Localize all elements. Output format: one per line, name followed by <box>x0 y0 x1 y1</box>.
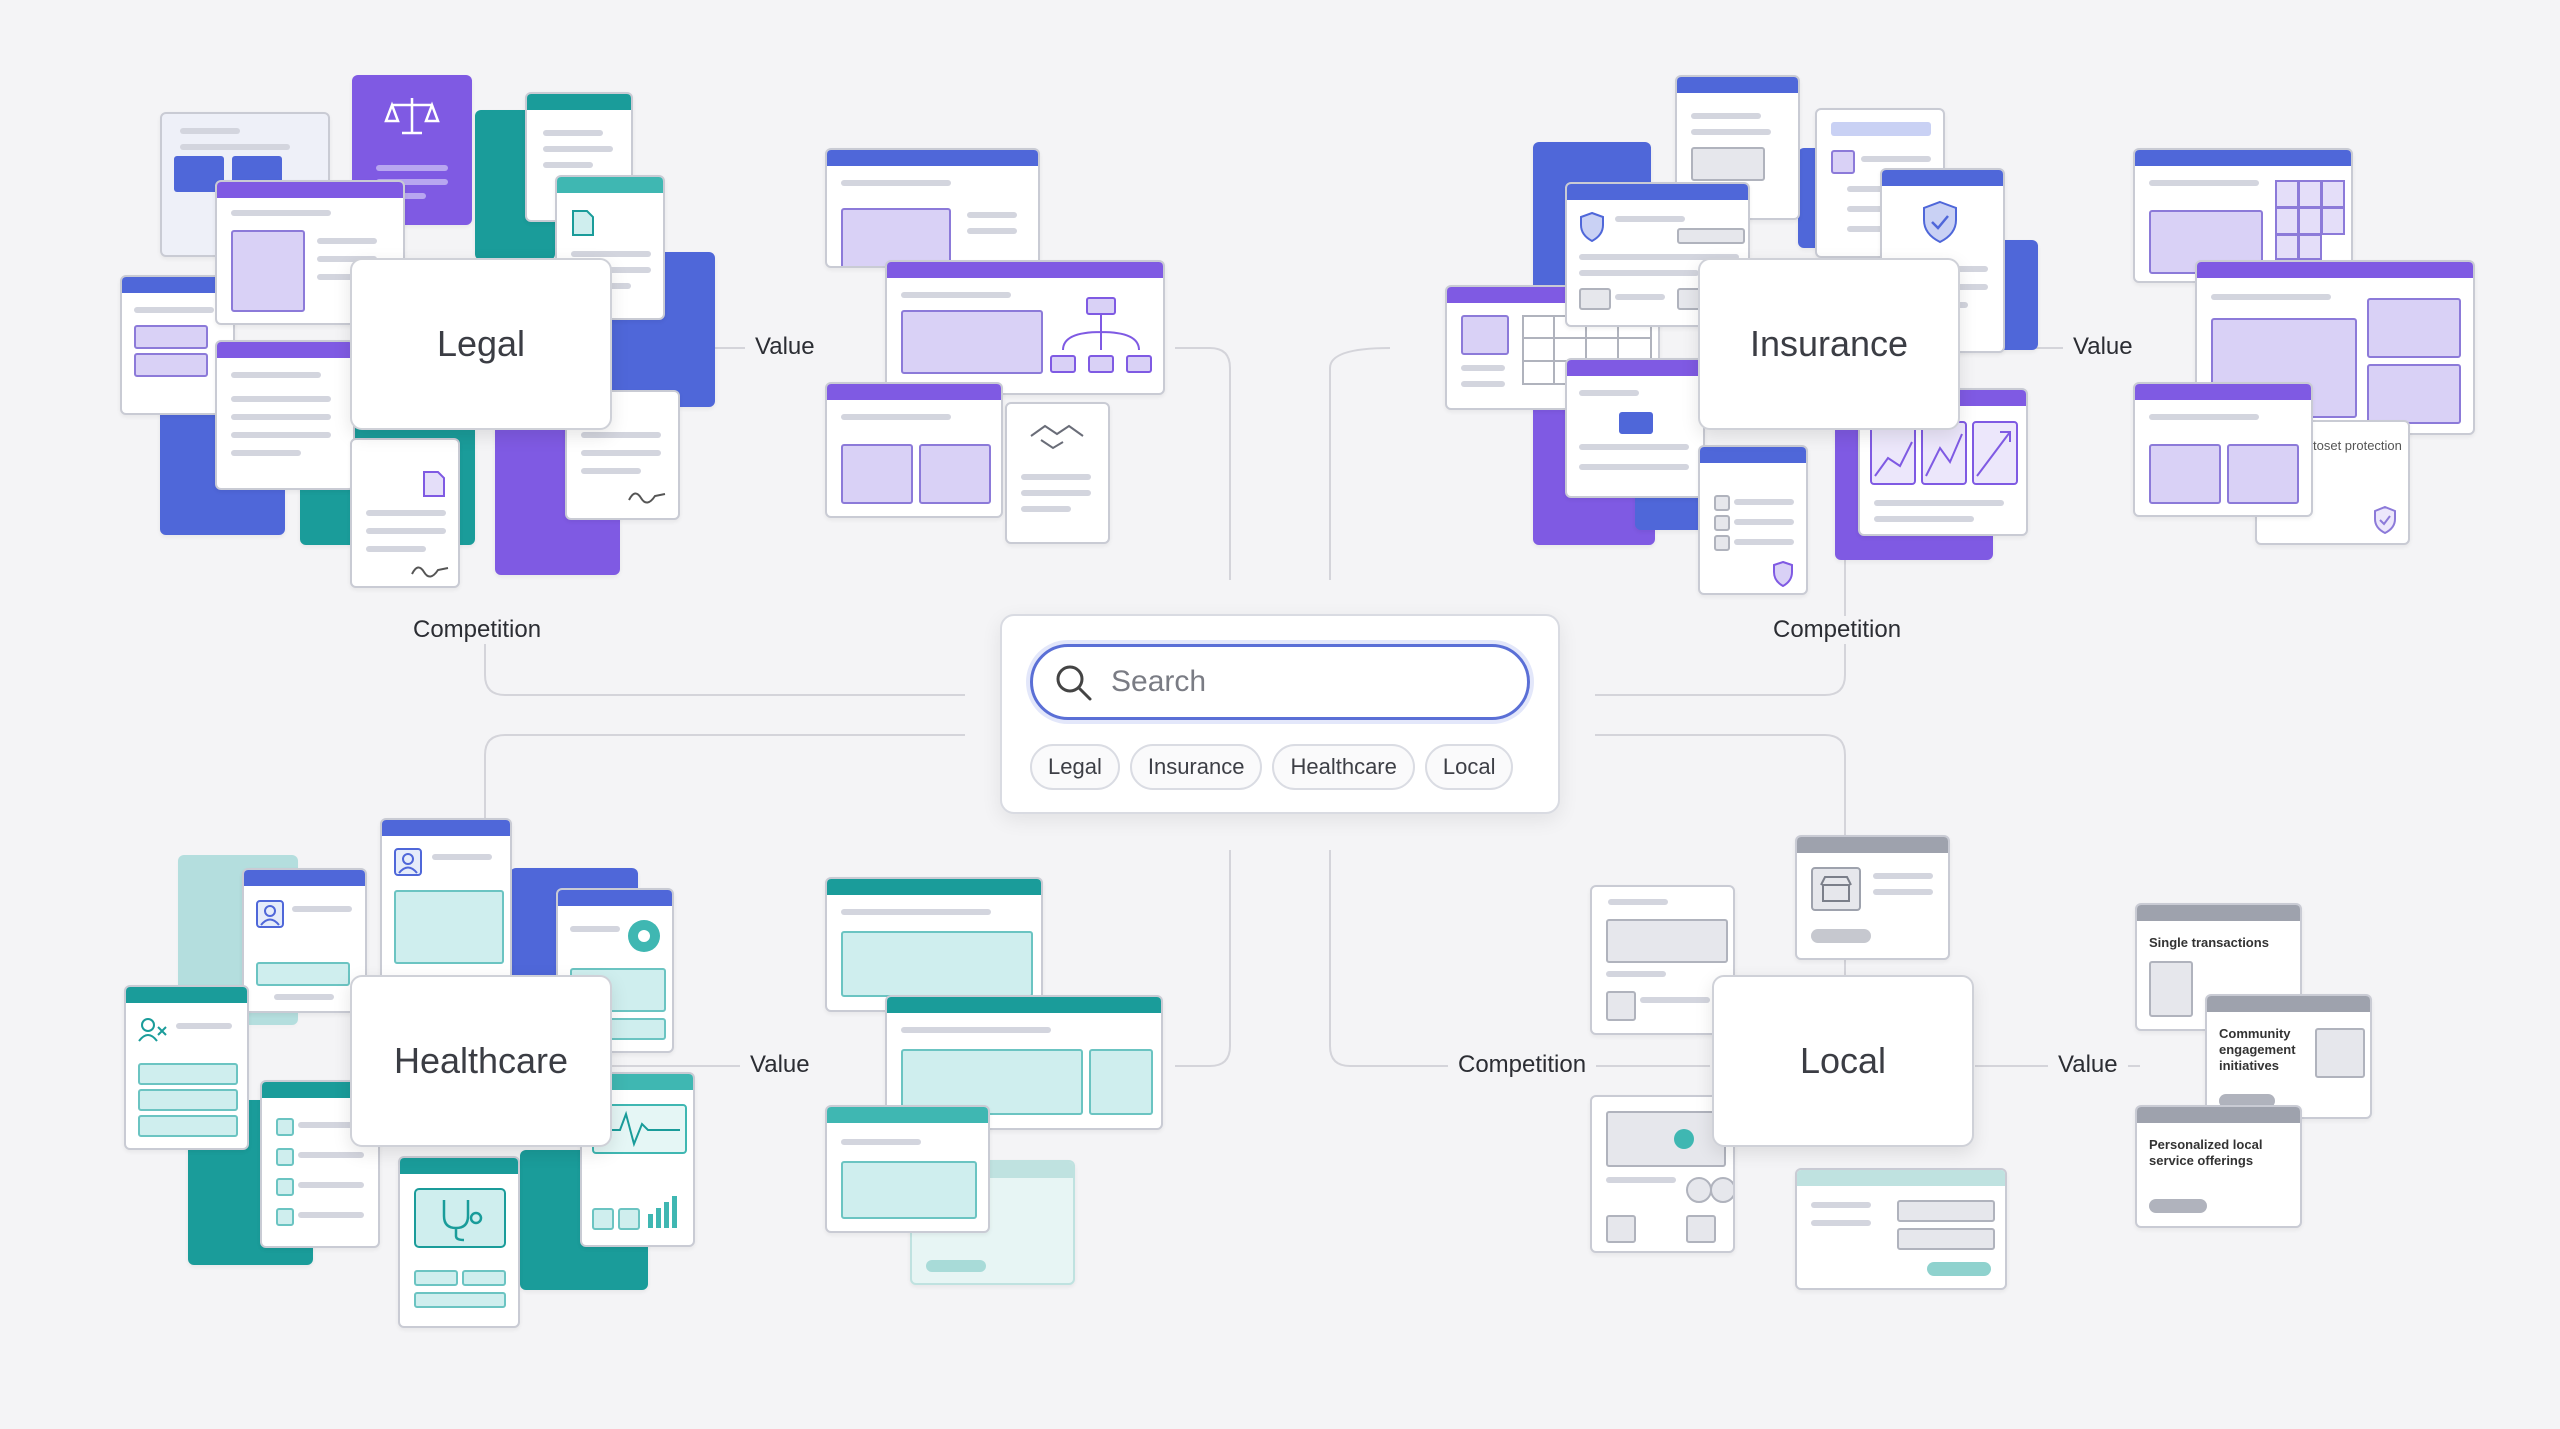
signature-icon <box>628 492 666 504</box>
value-card-diagram <box>885 260 1165 395</box>
value-card <box>825 382 1003 518</box>
store-icon <box>1811 867 1861 911</box>
chip-local[interactable]: Local <box>1424 744 1514 790</box>
legal-hub[interactable]: Legal <box>350 258 612 430</box>
hierarchy-icon <box>1050 297 1152 373</box>
doc-card <box>1590 885 1735 1035</box>
patient-card <box>124 985 249 1150</box>
value-card <box>885 995 1163 1130</box>
user-x-icon <box>138 1018 167 1042</box>
stethoscope-icon <box>414 1188 506 1248</box>
checklist-card <box>1565 358 1705 498</box>
chip-insurance[interactable]: Insurance <box>1129 744 1263 790</box>
handshake-icon <box>1030 424 1084 450</box>
doc-card <box>215 340 355 490</box>
value-card-community: Community engagement initiatives <box>2205 994 2372 1119</box>
heartbeat-icon <box>592 1104 687 1154</box>
search-input[interactable] <box>1109 664 1513 700</box>
person-icon <box>394 848 422 876</box>
value-card <box>825 877 1043 1012</box>
shield-icon <box>2374 506 2396 534</box>
filter-chips: Legal Insurance Healthcare Local <box>1030 744 1514 790</box>
stethoscope-card <box>398 1156 520 1328</box>
search-box[interactable] <box>1030 644 1530 720</box>
doc-card <box>350 438 460 588</box>
target-icon <box>628 920 660 952</box>
shield-icon <box>1773 561 1793 587</box>
protection-text: toset protection <box>2313 438 2402 453</box>
person-icon <box>256 900 284 928</box>
value-card-personalized: Personalized local service offerings <box>2135 1105 2302 1228</box>
legal-competition-label: Competition <box>403 616 552 644</box>
signature-icon <box>411 566 449 578</box>
chip-legal[interactable]: Legal <box>1030 744 1120 790</box>
chip-healthcare[interactable]: Healthcare <box>1272 744 1415 790</box>
local-hub[interactable]: Local <box>1712 975 1974 1147</box>
value-card <box>2195 260 2475 435</box>
single-transactions-text: Single transactions <box>2149 935 2269 950</box>
shield-icon <box>1923 200 1957 244</box>
local-value-label: Value <box>2048 1051 2128 1079</box>
document-icon <box>572 210 594 236</box>
form-card <box>1795 1168 2007 1290</box>
bar-chart-icon <box>648 1196 677 1228</box>
doc-card <box>525 92 633 222</box>
insurance-value-label: Value <box>2063 333 2143 361</box>
search-icon <box>1056 665 1092 701</box>
value-card <box>1005 402 1110 544</box>
local-competition-label: Competition <box>1448 1051 1597 1079</box>
personalized-text: Personalized local service offerings <box>2149 1137 2263 1168</box>
legal-value-label: Value <box>745 333 825 361</box>
insurance-title: Insurance <box>1749 323 1909 364</box>
healthcare-title: Healthcare <box>393 1040 569 1081</box>
insurance-competition-label: Competition <box>1763 616 1912 644</box>
healthcare-hub[interactable]: Healthcare <box>350 975 612 1147</box>
pin-icon <box>1674 1129 1694 1149</box>
healthcare-value-label: Value <box>740 1051 820 1079</box>
form-card <box>1565 182 1750 327</box>
device-card <box>556 888 674 1053</box>
community-text: Community engagement initiatives <box>2219 1026 2296 1073</box>
checklist-card <box>1698 445 1808 595</box>
patient-card <box>380 818 512 983</box>
document-icon <box>423 471 445 497</box>
value-card <box>2133 382 2313 517</box>
search-panel: Legal Insurance Healthcare Local <box>1000 614 1560 814</box>
shield-icon <box>1580 212 1604 242</box>
patient-card <box>242 868 367 1013</box>
legal-title: Legal <box>436 323 526 364</box>
value-card <box>825 1105 990 1233</box>
store-card <box>1795 835 1950 960</box>
value-card <box>825 148 1040 268</box>
scales-icon <box>384 98 440 135</box>
local-title: Local <box>1799 1040 1887 1081</box>
insurance-hub[interactable]: Insurance <box>1698 258 1960 430</box>
grid-icon <box>2275 180 2345 260</box>
